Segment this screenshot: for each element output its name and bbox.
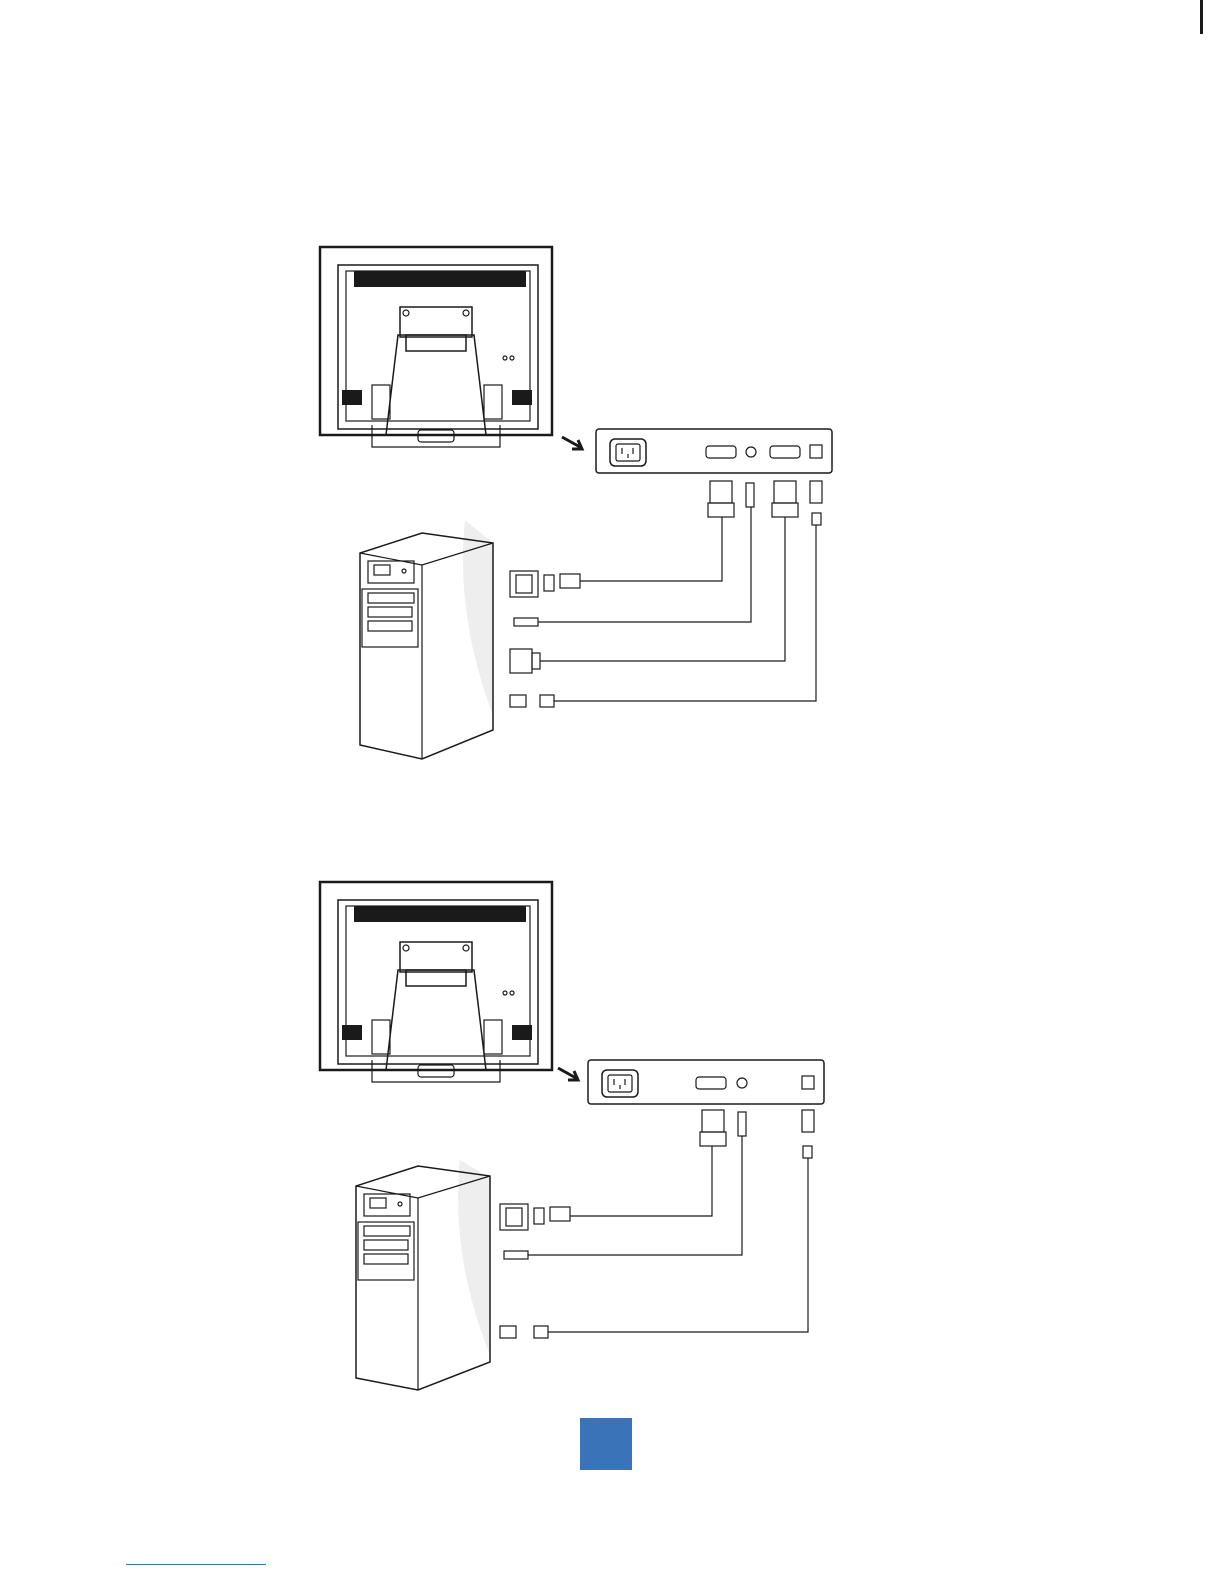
vga-plug <box>700 1110 726 1146</box>
vga-cable <box>500 1146 712 1230</box>
usb-plug <box>802 1110 814 1158</box>
monitor-rear-view <box>320 882 552 1082</box>
monitor-rear-view <box>320 247 552 447</box>
page-number-badge <box>580 1418 632 1470</box>
connection-diagram-1 <box>0 235 1224 775</box>
serial-plug <box>772 481 798 517</box>
footer-link[interactable] <box>126 1550 266 1565</box>
audio-cable <box>504 1136 742 1259</box>
usb-cable <box>500 1158 808 1338</box>
vga-cable <box>510 517 722 597</box>
page-edge-rule <box>1200 0 1203 34</box>
connection-diagram-2 <box>0 870 1224 1400</box>
pc-tower <box>360 520 493 759</box>
audio-plug <box>746 483 754 507</box>
connector-panel <box>596 429 832 473</box>
audio-cable <box>514 507 751 626</box>
pc-tower <box>356 1160 490 1390</box>
serial-cable <box>510 517 785 673</box>
usb-cable <box>510 525 816 707</box>
audio-plug <box>738 1112 746 1136</box>
connector-panel <box>588 1060 824 1104</box>
vga-plug <box>708 481 734 517</box>
usb-plug <box>810 481 822 525</box>
